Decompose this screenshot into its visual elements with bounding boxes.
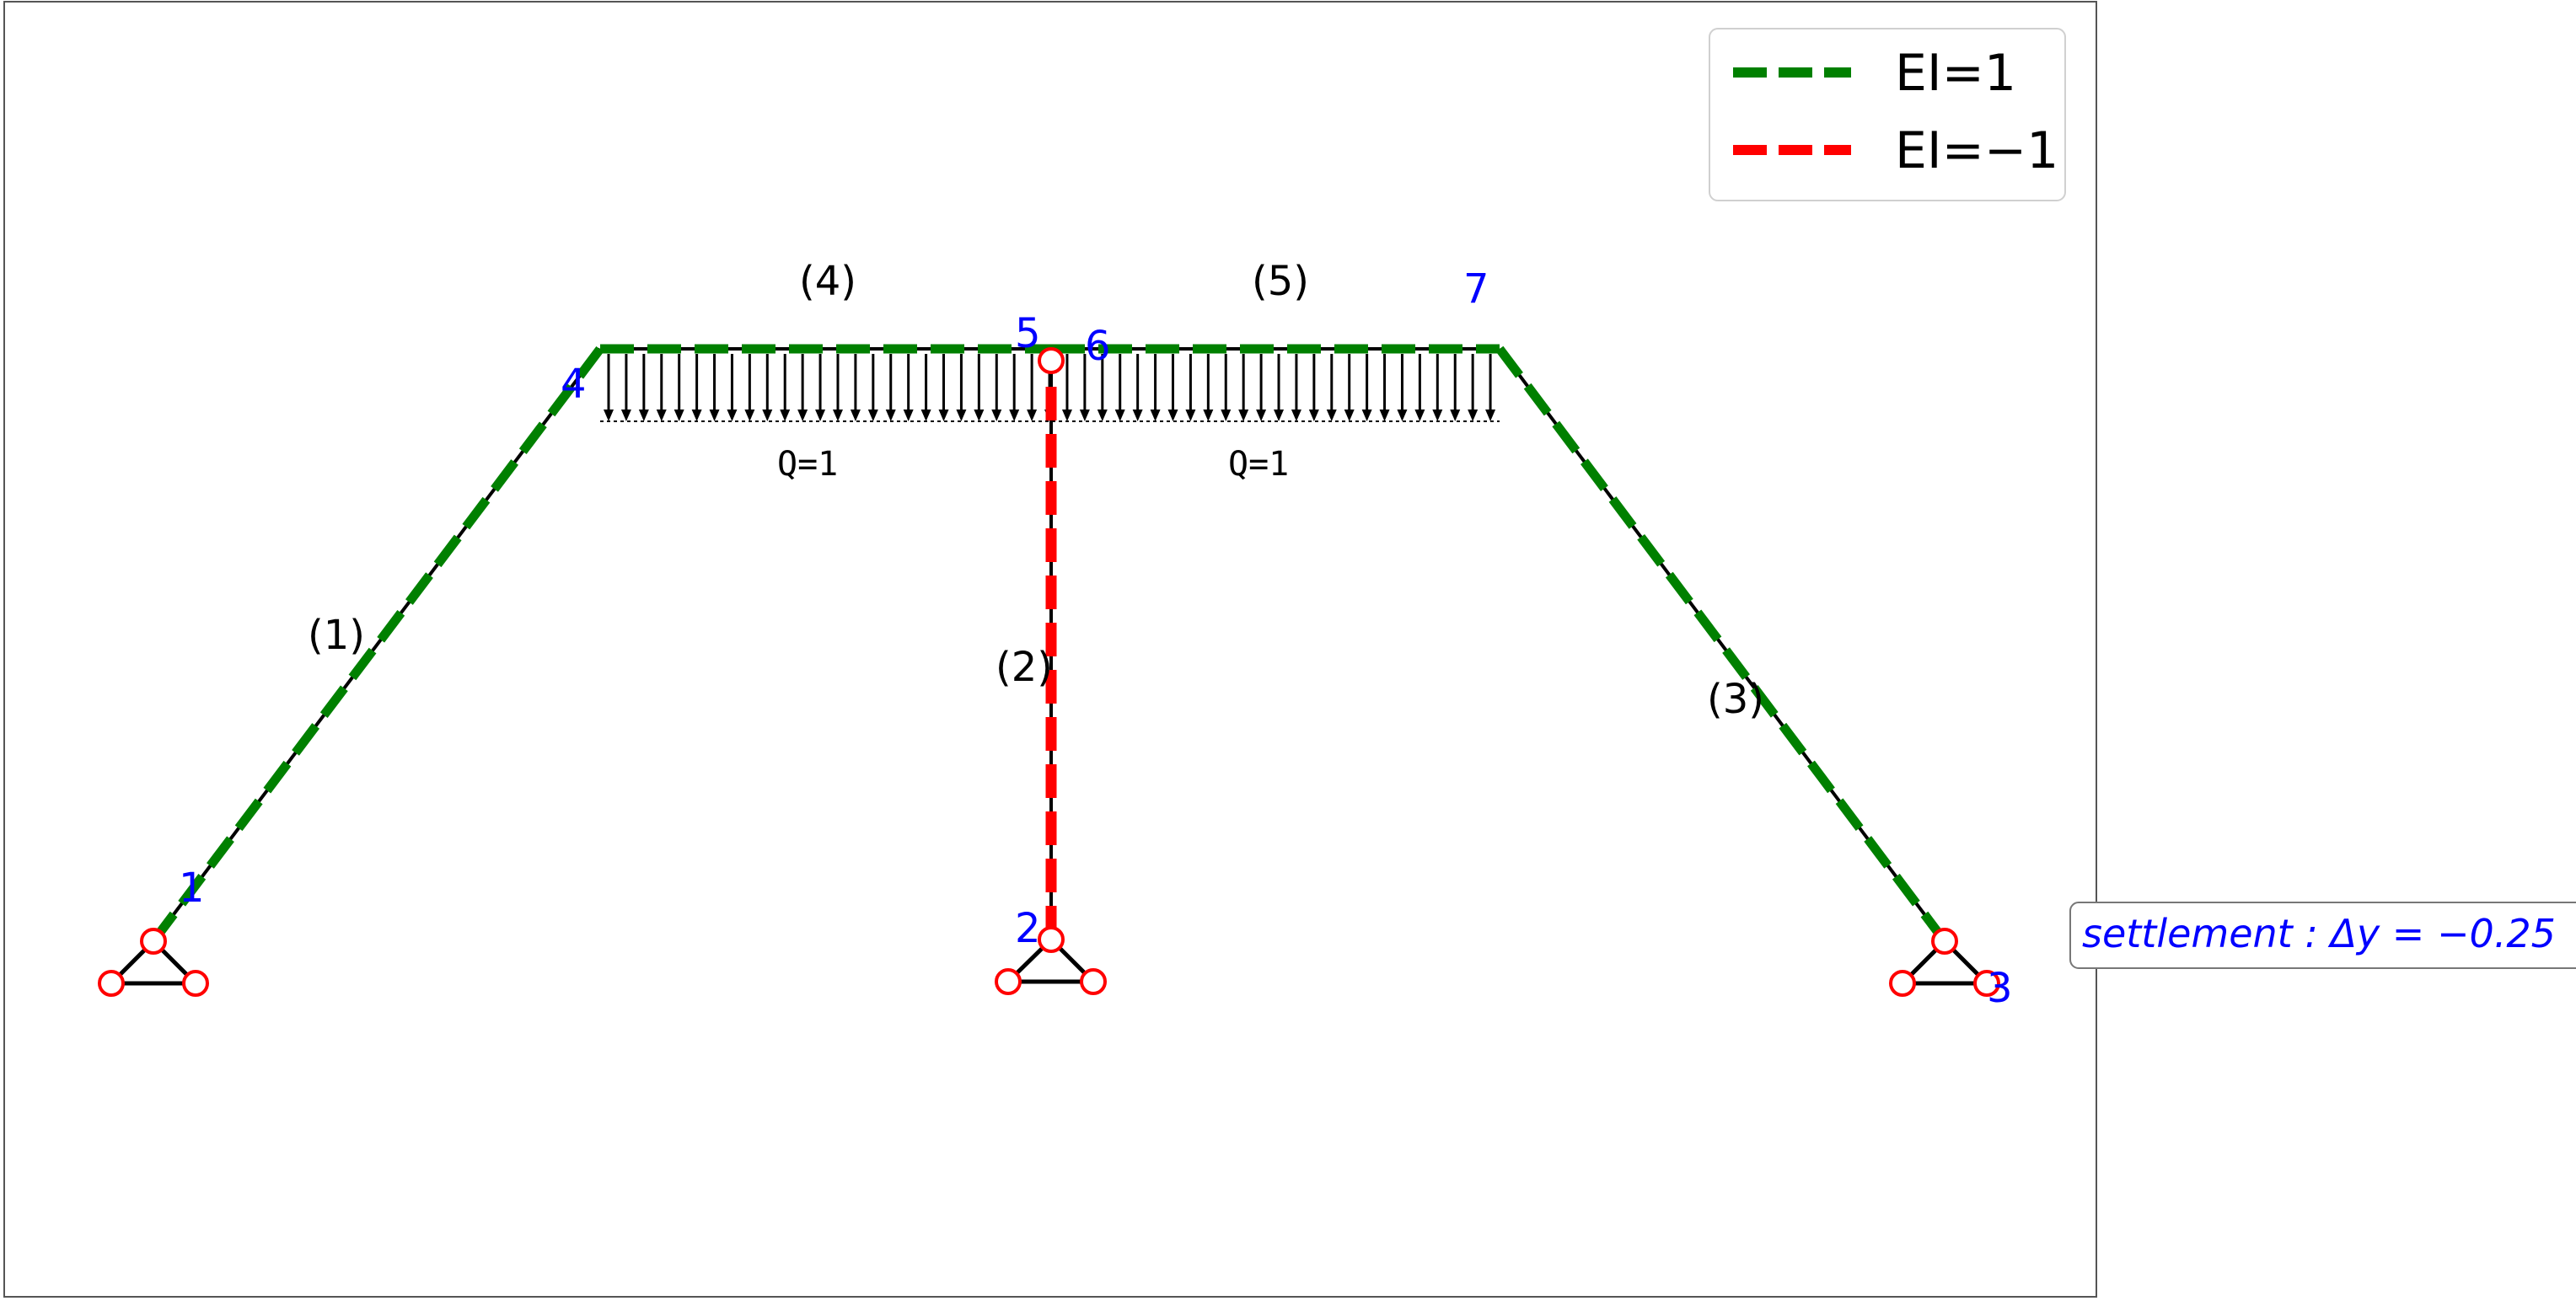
load-arrow-head [991, 410, 1002, 421]
element-label-1: (1) [308, 612, 365, 659]
settlement-annotation: settlement : Δy = −0.25 [2069, 902, 2576, 969]
load-arrow-head [1256, 410, 1267, 421]
load-arrow-head [938, 410, 949, 421]
member-1 [149, 345, 604, 945]
load-arrow-head [1132, 410, 1143, 421]
node-label-2: 2 [1015, 905, 1041, 952]
load-arrow-head [1097, 410, 1108, 421]
distributed-load-arrows [600, 354, 1500, 422]
node-label-6: 6 [1085, 323, 1111, 370]
load-arrow-head [762, 410, 773, 421]
member-3 [1495, 345, 1949, 945]
load-arrow-head [850, 410, 861, 421]
node-label-4: 4 [561, 361, 587, 408]
legend-label-ei-positive: EI=1 [1895, 44, 2016, 103]
load-arrow-head [1114, 410, 1125, 421]
load-arrow-head [620, 410, 631, 421]
load-arrow-head [727, 410, 738, 421]
element-label-2: (2) [996, 644, 1053, 691]
load-arrow-head [974, 410, 985, 421]
load-arrow-head [867, 410, 878, 421]
load-arrow-head [1221, 410, 1232, 421]
node-label-5: 5 [1015, 310, 1041, 357]
load-label-element-5: Q=1 [1228, 445, 1289, 484]
load-arrow-head [1308, 410, 1319, 421]
load-arrow-head [691, 410, 702, 421]
load-label-element-4: Q=1 [777, 445, 838, 484]
node-label-7: 7 [1463, 265, 1489, 313]
node-label-1: 1 [179, 865, 205, 912]
plot-frame [3, 1, 2097, 1298]
load-arrow-head [1432, 410, 1443, 421]
load-arrow-head [920, 410, 931, 421]
load-arrow-head [1061, 410, 1072, 421]
load-arrow-head [1485, 410, 1496, 421]
load-arrow-head [1027, 410, 1038, 421]
element-label-5: (5) [1252, 258, 1309, 305]
settlement-text: settlement : Δy = −0.25 [2082, 911, 2556, 956]
load-arrow-head [674, 410, 684, 421]
support-node-3 [1889, 928, 2000, 997]
load-arrow-head [1167, 410, 1178, 421]
load-arrow-head [1203, 410, 1214, 421]
element-label-4: (4) [799, 258, 856, 305]
load-arrow-head [1361, 410, 1372, 421]
load-arrow-head [1344, 410, 1355, 421]
element-label-3: (3) [1707, 676, 1764, 723]
load-arrow-head [1185, 410, 1196, 421]
load-arrow-head [1379, 410, 1390, 421]
load-arrow-head [638, 410, 649, 421]
node-label-3: 3 [1987, 965, 2013, 1012]
load-arrow-head [1326, 410, 1337, 421]
load-arrow-head [709, 410, 720, 421]
legend-label-ei-negative: EI=−1 [1895, 121, 2058, 180]
load-arrow-head [1150, 410, 1161, 421]
support-node-1 [98, 928, 209, 997]
settlement-box [2069, 902, 2576, 969]
load-arrow-head [1450, 410, 1461, 421]
load-arrow-head [1291, 410, 1301, 421]
load-arrow-head [1079, 410, 1090, 421]
load-arrow-head [604, 410, 614, 421]
load-arrow-head [832, 410, 843, 421]
load-arrow-head [1468, 410, 1479, 421]
load-arrow-head [1238, 410, 1249, 421]
load-arrow-head [903, 410, 914, 421]
load-arrow-head [744, 410, 755, 421]
support-node-2 [995, 926, 1107, 995]
load-arrow-head [885, 410, 896, 421]
load-arrow-head [1414, 410, 1425, 421]
load-arrow-head [1274, 410, 1285, 421]
load-arrow-head [815, 410, 826, 421]
load-arrow-head [797, 410, 808, 421]
legend: EI=1 EI=−1 [1709, 28, 2066, 201]
load-arrow-head [656, 410, 667, 421]
hinge-node-5 [1038, 347, 1065, 374]
load-arrow-head [780, 410, 791, 421]
load-arrow-head [1397, 410, 1408, 421]
load-arrow-head [1009, 410, 1020, 421]
load-arrow-head [956, 410, 967, 421]
